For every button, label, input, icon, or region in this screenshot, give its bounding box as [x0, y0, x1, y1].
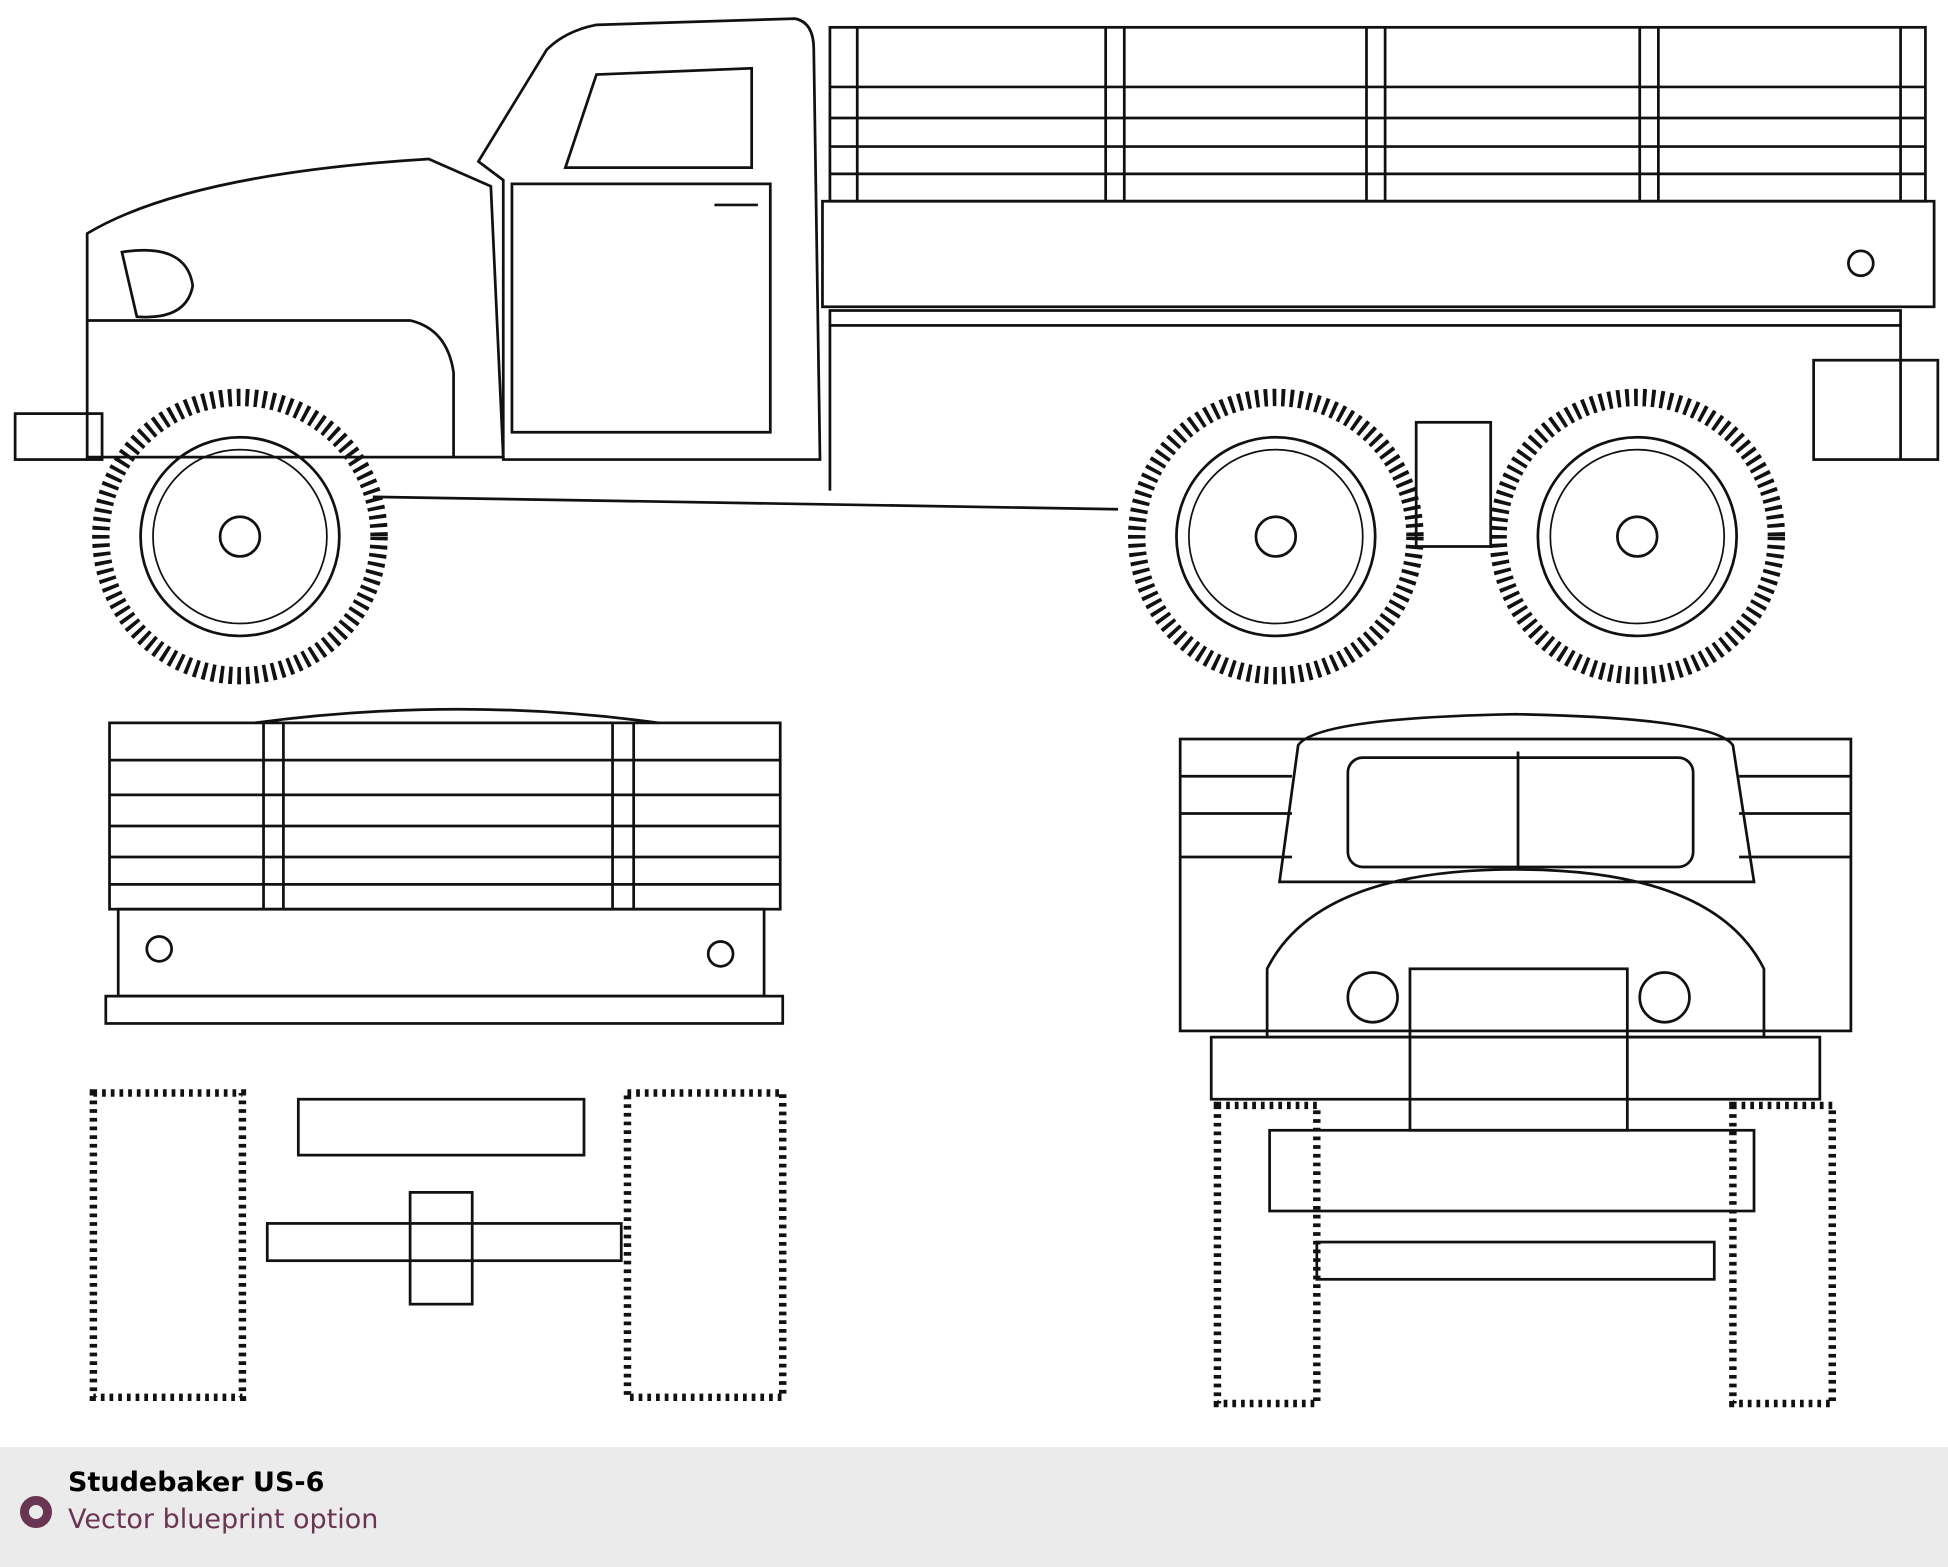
front-wheel [92, 388, 388, 685]
rear-view [89, 707, 787, 1402]
door [510, 182, 772, 434]
front-bumper [1268, 1128, 1756, 1213]
cab [476, 17, 822, 461]
middle-rear-wheel [1128, 388, 1424, 685]
last-rear-wheel [1489, 388, 1786, 685]
front-view [1178, 712, 1853, 1408]
bullet-ring-icon [20, 1496, 52, 1528]
truck-blueprint-drawing [13, 17, 1940, 1408]
caption-bar: Studebaker US-6 Vector blueprint option [0, 1447, 1948, 1567]
caption-subtitle[interactable]: Vector blueprint option [68, 1504, 379, 1535]
cab-front [1277, 712, 1756, 884]
side-view [13, 17, 1940, 685]
hood [85, 157, 505, 459]
caption-title: Studebaker US-6 [68, 1467, 325, 1498]
